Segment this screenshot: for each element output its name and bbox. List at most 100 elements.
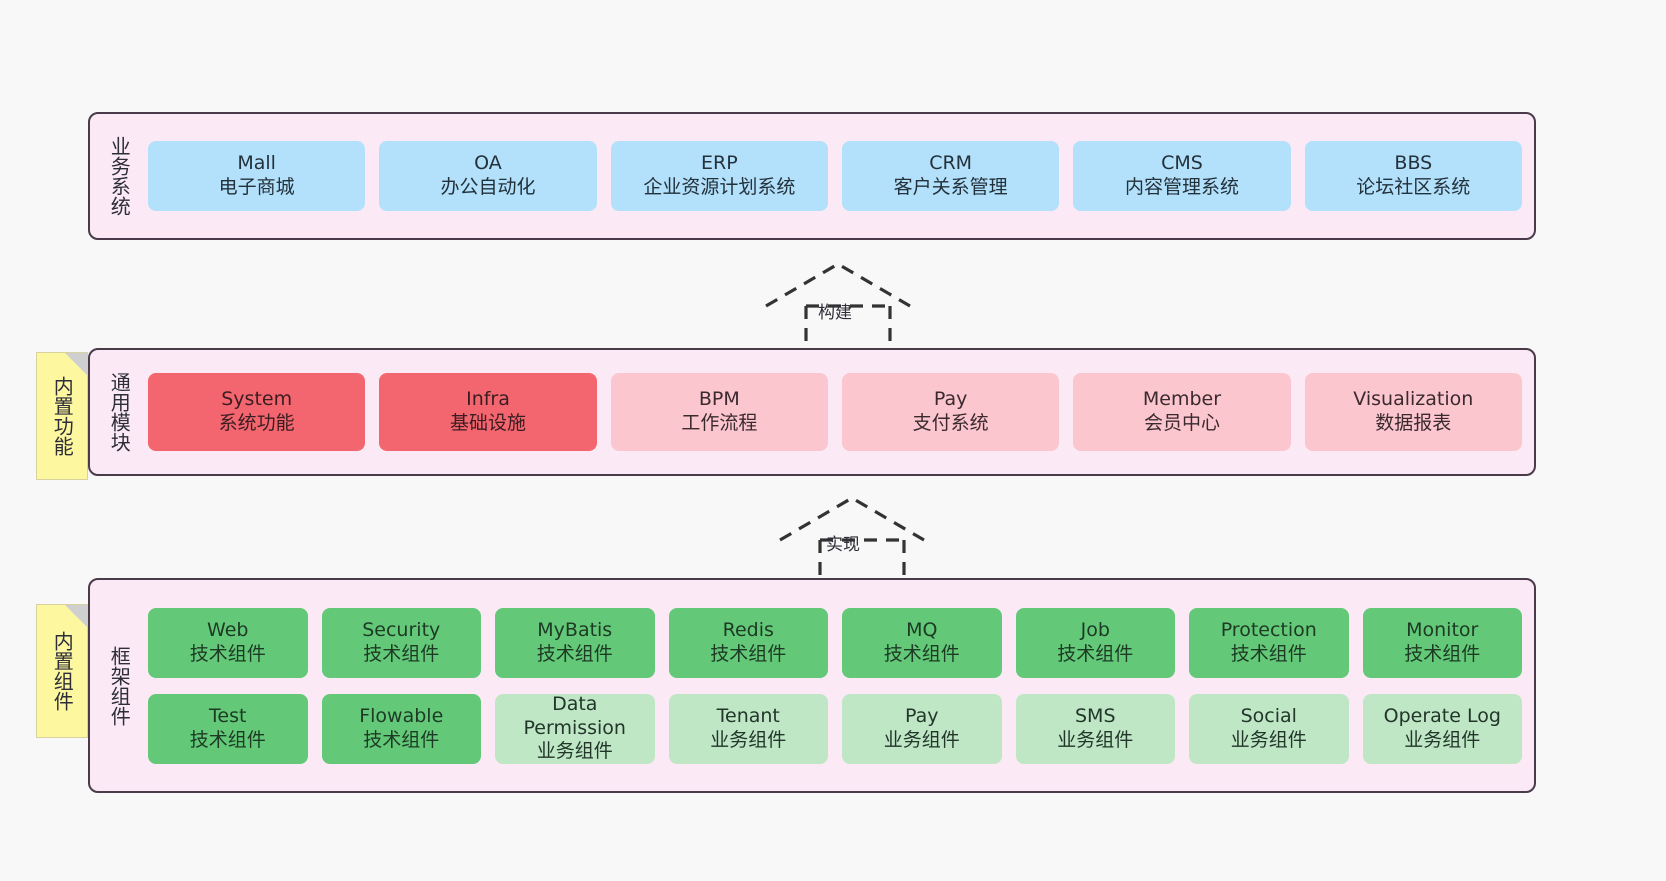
business-card-row: Mall 电子商城 OA 办公自动化 ERP 企业资源计划系统 CRM 客户关系… <box>148 141 1522 211</box>
card-security-desc: 技术组件 <box>363 642 440 665</box>
layer-business-body: Mall 电子商城 OA 办公自动化 ERP 企业资源计划系统 CRM 客户关系… <box>136 124 1522 228</box>
connector-build-arrow: 构建 <box>758 258 918 350</box>
card-data-permission-name: Data Permission <box>523 692 626 739</box>
note-builtin-component-label: 内置组件 <box>50 631 75 711</box>
card-bpm-desc: 工作流程 <box>681 412 758 434</box>
layer-framework-title: 框架组件 <box>107 645 132 726</box>
note-fold-corner-icon <box>65 605 87 627</box>
layer-framework-components: 框架组件 Web 技术组件 Security 技术组件 MyBatis 技术组件… <box>88 578 1536 793</box>
card-redis-desc: 技术组件 <box>710 642 787 665</box>
card-oa-desc: 办公自动化 <box>440 176 536 198</box>
card-monitor[interactable]: Monitor 技术组件 <box>1362 607 1522 678</box>
connector-realize-label: 实现 <box>826 535 860 555</box>
card-cms-name: CMS <box>1161 152 1203 175</box>
card-monitor-name: Monitor <box>1406 618 1479 641</box>
card-bpm-name: BPM <box>698 388 740 411</box>
card-web-desc: 技术组件 <box>189 642 266 665</box>
card-protection-desc: 技术组件 <box>1230 642 1307 665</box>
card-flowable-name: Flowable <box>359 704 444 727</box>
card-redis[interactable]: Redis 技术组件 <box>668 607 828 678</box>
card-sms-name: SMS <box>1074 704 1116 727</box>
note-builtin-function-label: 内置功能 <box>50 376 75 456</box>
card-pay-business[interactable]: Pay 业务组件 <box>842 693 1002 764</box>
card-visualization-desc: 数据报表 <box>1375 412 1452 434</box>
card-mall[interactable]: Mall 电子商城 <box>148 141 366 211</box>
card-bbs-name: BBS <box>1394 152 1433 175</box>
dashed-generalization-arrow-icon <box>779 496 925 584</box>
card-crm-desc: 客户关系管理 <box>893 176 1008 198</box>
layer-framework-body: Web 技术组件 Security 技术组件 MyBatis 技术组件 Redi… <box>136 590 1522 781</box>
card-pay-business-name: Pay <box>905 704 939 727</box>
card-mybatis[interactable]: MyBatis 技术组件 <box>495 607 655 678</box>
card-cms[interactable]: CMS 内容管理系统 <box>1073 141 1291 211</box>
card-mq-desc: 技术组件 <box>883 642 960 665</box>
card-pay[interactable]: Pay 支付系统 <box>841 373 1060 451</box>
framework-card-row-2: Test 技术组件 Flowable 技术组件 Data Permission … <box>148 692 1522 764</box>
common-card-row: System 系统功能 Infra 基础设施 BPM 工作流程 Pay 支付系统… <box>148 373 1522 451</box>
card-system[interactable]: System 系统功能 <box>148 373 366 451</box>
card-mybatis-desc: 技术组件 <box>536 642 613 665</box>
card-infra-name: Infra <box>466 388 510 411</box>
card-oa-name: OA <box>474 152 502 175</box>
card-social[interactable]: Social 业务组件 <box>1189 693 1349 764</box>
layer-common-body: System 系统功能 Infra 基础设施 BPM 工作流程 Pay 支付系统… <box>136 360 1522 464</box>
card-erp-desc: 企业资源计划系统 <box>643 176 796 198</box>
card-bpm[interactable]: BPM 工作流程 <box>610 373 828 451</box>
card-infra-desc: 基础设施 <box>449 412 526 434</box>
card-test[interactable]: Test 技术组件 <box>148 693 308 764</box>
framework-card-row-1: Web 技术组件 Security 技术组件 MyBatis 技术组件 Redi… <box>148 607 1522 678</box>
card-web-name: Web <box>207 618 249 641</box>
card-social-desc: 业务组件 <box>1230 728 1307 751</box>
card-data-permission[interactable]: Data Permission 业务组件 <box>495 692 655 764</box>
card-mall-desc: 电子商城 <box>218 176 295 198</box>
card-protection[interactable]: Protection 技术组件 <box>1189 607 1349 678</box>
layer-business-title: 业务系统 <box>107 136 132 216</box>
card-visualization-name: Visualization <box>1353 388 1474 411</box>
card-test-name: Test <box>209 704 247 727</box>
dashed-generalization-arrow-icon <box>765 262 911 350</box>
card-operate-log[interactable]: Operate Log 业务组件 <box>1362 693 1522 764</box>
card-test-desc: 技术组件 <box>189 728 266 751</box>
card-data-permission-desc: 业务组件 <box>536 740 613 763</box>
card-cms-desc: 内容管理系统 <box>1124 176 1239 198</box>
card-tenant-desc: 业务组件 <box>710 728 787 751</box>
card-erp[interactable]: ERP 企业资源计划系统 <box>610 141 828 211</box>
card-flowable-desc: 技术组件 <box>363 728 440 751</box>
card-member-desc: 会员中心 <box>1143 412 1220 434</box>
card-job-name: Job <box>1080 618 1110 641</box>
card-oa[interactable]: OA 办公自动化 <box>379 141 597 211</box>
card-operate-log-name: Operate Log <box>1383 704 1501 727</box>
card-security[interactable]: Security 技术组件 <box>321 607 481 678</box>
card-system-desc: 系统功能 <box>218 412 295 434</box>
card-crm[interactable]: CRM 客户关系管理 <box>841 141 1060 211</box>
card-bbs-desc: 论坛社区系统 <box>1356 176 1471 198</box>
card-job[interactable]: Job 技术组件 <box>1015 607 1175 678</box>
card-tenant-name: Tenant <box>716 704 780 727</box>
connector-realize-arrow: 实现 <box>772 492 932 584</box>
card-sms-desc: 业务组件 <box>1057 728 1134 751</box>
card-pay-desc: 支付系统 <box>912 412 989 434</box>
card-mybatis-name: MyBatis <box>537 618 613 641</box>
card-member[interactable]: Member 会员中心 <box>1073 373 1291 451</box>
card-redis-name: Redis <box>722 618 774 641</box>
card-sms[interactable]: SMS 业务组件 <box>1015 693 1175 764</box>
layer-business-systems: 业务系统 Mall 电子商城 OA 办公自动化 ERP 企业资源计划系统 CRM… <box>88 112 1536 240</box>
card-mq-name: MQ <box>906 618 938 641</box>
card-infra[interactable]: Infra 基础设施 <box>379 373 597 451</box>
card-mq[interactable]: MQ 技术组件 <box>842 607 1002 678</box>
layer-common-modules: 通用模块 System 系统功能 Infra 基础设施 BPM 工作流程 Pay… <box>88 348 1536 476</box>
card-bbs[interactable]: BBS 论坛社区系统 <box>1304 141 1522 211</box>
card-job-desc: 技术组件 <box>1057 642 1134 665</box>
card-social-name: Social <box>1240 704 1297 727</box>
note-fold-corner-icon <box>65 353 87 375</box>
note-builtin-function: 内置功能 <box>36 352 88 480</box>
card-pay-business-desc: 业务组件 <box>883 728 960 751</box>
card-web[interactable]: Web 技术组件 <box>148 607 308 678</box>
card-tenant[interactable]: Tenant 业务组件 <box>668 693 828 764</box>
card-visualization[interactable]: Visualization 数据报表 <box>1304 373 1522 451</box>
card-flowable[interactable]: Flowable 技术组件 <box>321 693 481 764</box>
card-operate-log-desc: 业务组件 <box>1404 728 1481 751</box>
card-erp-name: ERP <box>700 152 738 175</box>
connector-build-label: 构建 <box>818 303 852 323</box>
